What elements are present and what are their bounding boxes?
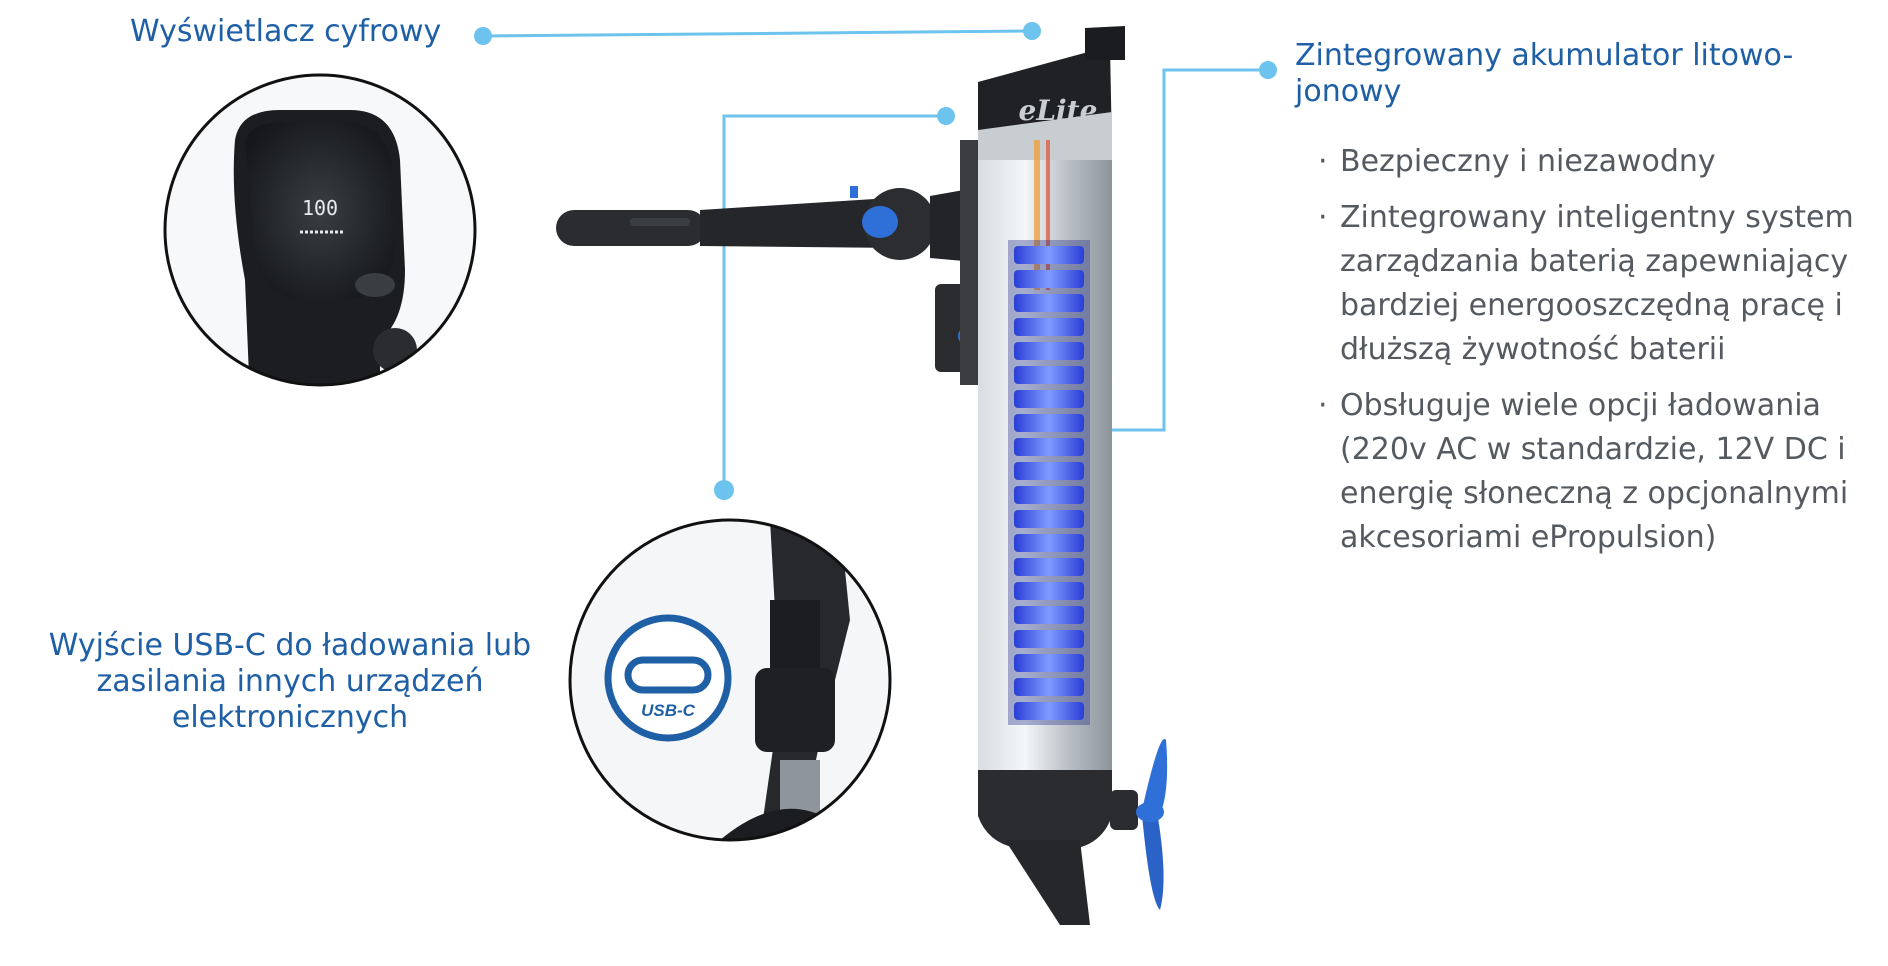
battery-cell <box>1014 462 1084 480</box>
propeller <box>1136 738 1168 910</box>
feature-list: Bezpieczny i niezawodny Zintegrowany int… <box>1318 140 1858 572</box>
battery-cell <box>1014 486 1084 504</box>
battery-cell <box>1014 678 1084 696</box>
display-readout: 100 <box>302 196 338 220</box>
battery-cell <box>1014 270 1084 288</box>
battery-cell <box>1014 534 1084 552</box>
leader-line-usb <box>714 107 955 500</box>
battery-cell <box>1014 510 1084 528</box>
feature-item-3: Obsługuje wiele opcji ładowania (220v AC… <box>1318 384 1858 560</box>
brand-logo: eLite <box>1019 94 1098 127</box>
inset-display: 100 <box>163 73 477 387</box>
battery-cell <box>1014 414 1084 432</box>
battery-cell <box>1014 558 1084 576</box>
battery-cell <box>1014 702 1084 720</box>
battery-cell <box>1014 342 1084 360</box>
battery-cell <box>1014 246 1084 264</box>
battery-cell <box>1014 294 1084 312</box>
usb-c-icon <box>604 614 732 742</box>
battery-cell <box>1014 390 1084 408</box>
battery-cell <box>1014 606 1084 624</box>
battery-cell <box>1014 630 1084 648</box>
battery-cell <box>1014 654 1084 672</box>
mount-clamp <box>935 140 978 385</box>
tiller-handle <box>556 186 975 262</box>
battery-cell <box>1014 318 1084 336</box>
callout-display: Wyświetlacz cyfrowy <box>130 14 442 49</box>
battery-cell <box>1014 366 1084 384</box>
battery-cell <box>1014 582 1084 600</box>
callout-battery: Zintegrowany akumulator litowo-jonowy <box>1295 38 1794 109</box>
feature-item-2: Zintegrowany inteligentny system zarządz… <box>1318 196 1858 372</box>
feature-item-1: Bezpieczny i niezawodny <box>1318 140 1858 184</box>
battery-cell <box>1014 438 1084 456</box>
motor-body <box>978 26 1138 925</box>
usb-c-label: USB-C <box>641 701 696 720</box>
leader-line-display <box>474 22 1041 45</box>
callout-usb: Wyjście USB-C do ładowania lub zasilania… <box>48 628 532 735</box>
